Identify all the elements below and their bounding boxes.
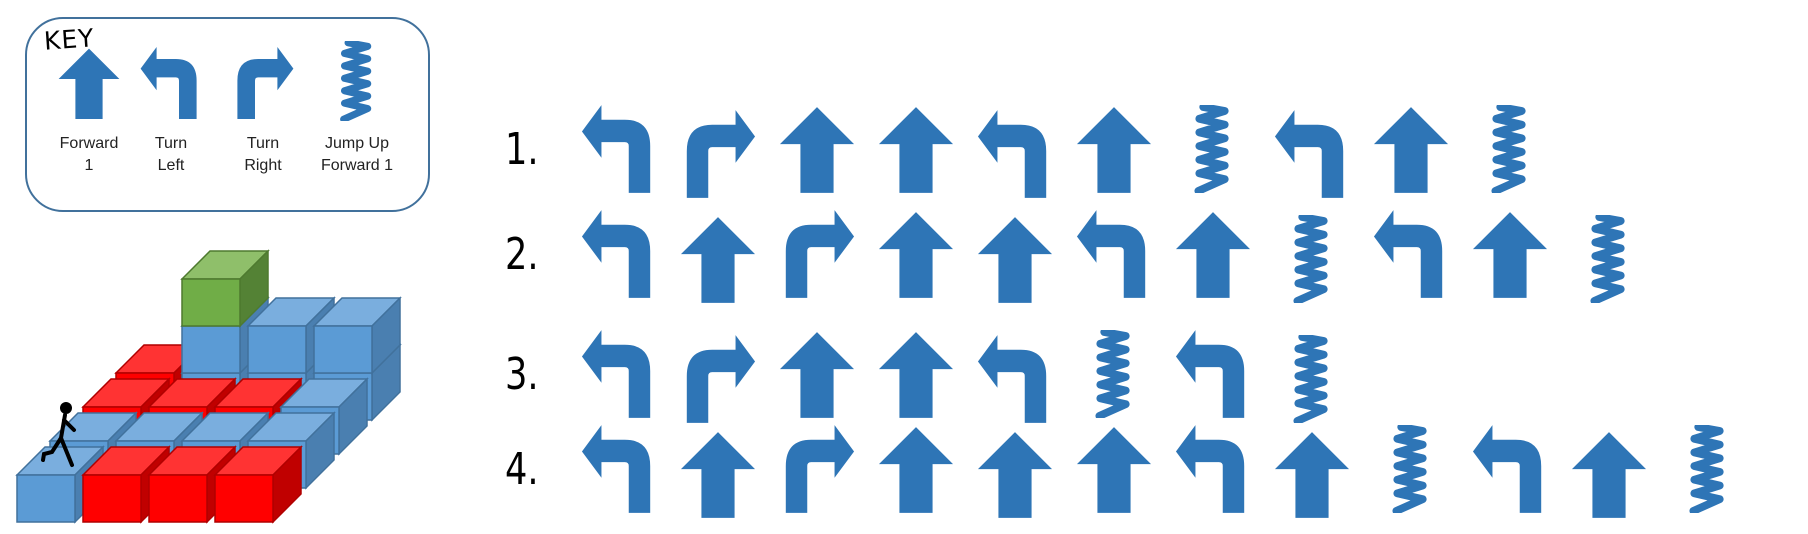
forward-arrow-icon <box>1174 210 1252 298</box>
sequence-steps <box>580 205 1648 303</box>
forward-arrow-icon <box>1471 210 1549 298</box>
spring-jump-icon <box>1372 425 1450 513</box>
sequence-steps <box>580 325 1351 423</box>
sequence-row: 2. <box>505 205 1648 303</box>
sequence-number: 2. <box>505 228 539 280</box>
sequence-number: 3. <box>505 348 539 400</box>
spring-jump-icon <box>1075 330 1153 418</box>
turn-left-arrow-icon <box>1273 110 1351 198</box>
platform-cube-front <box>16 474 76 523</box>
key-legend: KEY Forward 1 Turn Left Turn Right Jump … <box>25 17 430 212</box>
forward-arrow-icon <box>49 47 129 119</box>
spring-jump-icon <box>1273 335 1351 423</box>
spring-jump-icon <box>1273 215 1351 303</box>
turn-left-arrow-icon <box>1471 425 1549 513</box>
forward-arrow-icon <box>877 210 955 298</box>
goal-cube-front <box>181 278 241 327</box>
key-item-turn-right: Turn Right <box>223 47 303 177</box>
turn-right-arrow-icon <box>679 110 757 198</box>
key-label-jump: Jump Up Forward 1 <box>320 135 394 174</box>
platform-cube-front <box>247 325 307 374</box>
turn-right-arrow-icon <box>778 425 856 513</box>
key-label-turn-left: Turn Left <box>154 135 188 174</box>
forward-arrow-icon <box>1075 425 1153 513</box>
turn-left-arrow-icon <box>1075 210 1153 298</box>
hazard-cube-front <box>148 474 208 523</box>
turn-right-arrow-icon <box>679 335 757 423</box>
sequence-row: 4. <box>505 420 1747 518</box>
platform-cube-front <box>181 325 241 374</box>
forward-arrow-icon <box>679 215 757 303</box>
key-item-forward: Forward 1 <box>49 47 129 177</box>
turn-left-arrow-icon <box>1174 425 1252 513</box>
platform-cube-front <box>313 325 373 374</box>
sequence-number: 1. <box>505 123 539 175</box>
key-item-turn-left: Turn Left <box>131 47 211 177</box>
cube-course-illustration <box>15 249 402 524</box>
forward-arrow-icon <box>1273 430 1351 518</box>
turn-left-arrow-icon <box>131 47 211 119</box>
spring-jump-icon <box>1471 105 1549 193</box>
forward-arrow-icon <box>778 105 856 193</box>
spring-jump-icon <box>317 41 397 121</box>
turn-left-arrow-icon <box>1372 210 1450 298</box>
spring-jump-icon <box>1570 215 1648 303</box>
forward-arrow-icon <box>778 330 856 418</box>
key-label-turn-right: Turn Right <box>244 135 282 174</box>
forward-arrow-icon <box>976 430 1054 518</box>
sequence-row: 3. <box>505 325 1351 423</box>
turn-right-arrow-icon <box>778 210 856 298</box>
forward-arrow-icon <box>1075 105 1153 193</box>
forward-arrow-icon <box>1372 105 1450 193</box>
turn-left-arrow-icon <box>976 110 1054 198</box>
key-label-forward: Forward 1 <box>59 135 119 174</box>
turn-left-arrow-icon <box>580 425 658 513</box>
spring-jump-icon <box>1669 425 1747 513</box>
hazard-cube-front <box>214 474 274 523</box>
forward-arrow-icon <box>1570 430 1648 518</box>
turn-right-arrow-icon <box>223 47 303 119</box>
spring-jump-icon <box>1174 105 1252 193</box>
forward-arrow-icon <box>976 215 1054 303</box>
sequence-number: 4. <box>505 443 539 495</box>
sequence-row: 1. <box>505 100 1549 198</box>
turn-left-arrow-icon <box>1174 330 1252 418</box>
forward-arrow-icon <box>679 430 757 518</box>
forward-arrow-icon <box>877 105 955 193</box>
sequence-steps <box>580 420 1747 518</box>
forward-arrow-icon <box>877 330 955 418</box>
turn-left-arrow-icon <box>580 105 658 193</box>
forward-arrow-icon <box>877 425 955 513</box>
sequence-steps <box>580 100 1549 198</box>
turn-left-arrow-icon <box>580 330 658 418</box>
key-item-jump: Jump Up Forward 1 <box>317 47 397 177</box>
turn-left-arrow-icon <box>976 335 1054 423</box>
turn-left-arrow-icon <box>580 210 658 298</box>
stick-figure-player <box>41 402 76 467</box>
hazard-cube-front <box>82 474 142 523</box>
